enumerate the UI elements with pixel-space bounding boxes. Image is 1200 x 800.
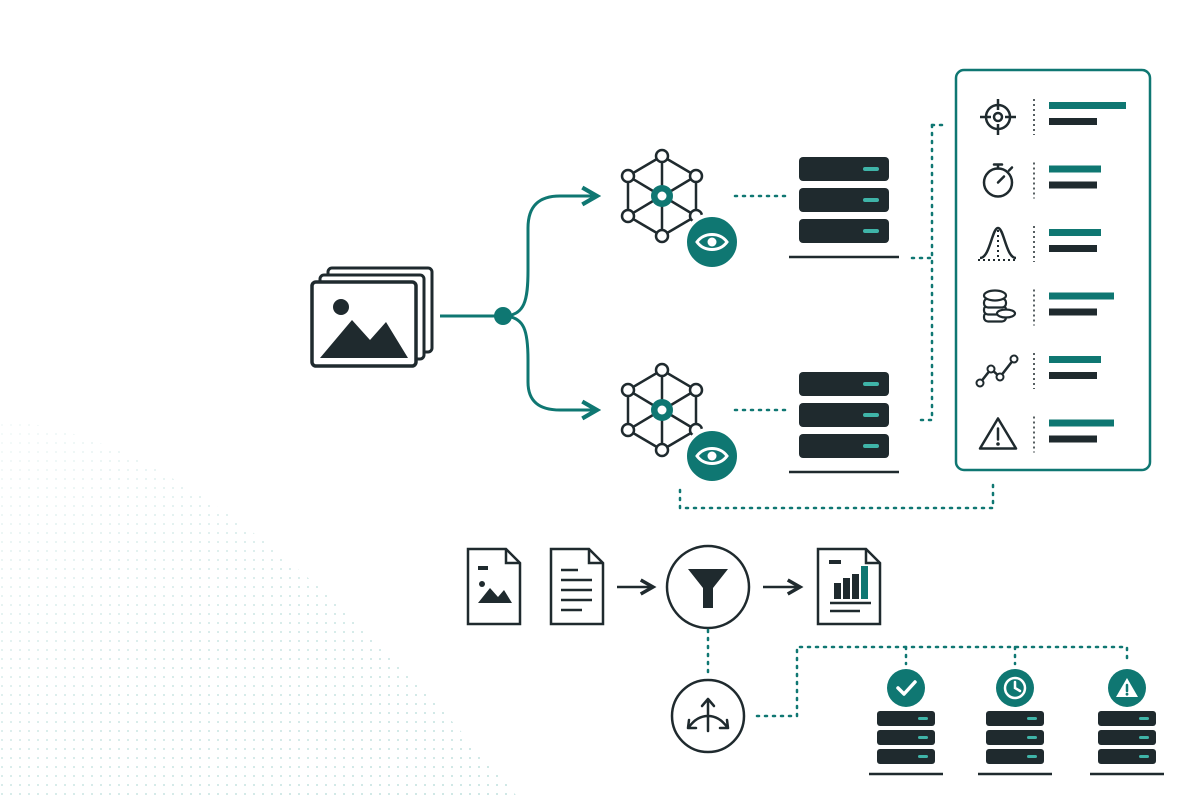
chart-report-icon [816, 547, 882, 626]
branch-connector [440, 196, 597, 410]
metric-sub-bar [1049, 372, 1097, 379]
junction-dot [494, 307, 512, 325]
server-stack-icon [787, 370, 901, 474]
metric-sub-bar [1049, 181, 1097, 189]
model-server-link [733, 194, 787, 412]
alert-icon [1108, 669, 1146, 707]
metric-row [978, 226, 1101, 262]
server-stack-icon [867, 709, 945, 776]
funnel-icon [665, 544, 751, 630]
server-stack-icon [1088, 709, 1166, 776]
metric-bar [1049, 356, 1101, 363]
metric-row [975, 353, 1101, 389]
metric-row [980, 99, 1126, 135]
metric-row [982, 289, 1114, 326]
metric-row [978, 416, 1114, 453]
metric-sub-bar [1049, 308, 1097, 316]
eye-icon [683, 213, 741, 271]
server-status-unit [867, 669, 945, 776]
server-status-unit [976, 669, 1054, 776]
image-stack-icon [310, 266, 434, 368]
eye-icon [683, 427, 741, 485]
metric-sub-bar [1049, 435, 1097, 443]
metric-row [982, 162, 1101, 199]
server-panel-link [678, 123, 995, 510]
clock-icon [996, 669, 1034, 707]
router-server-link [755, 645, 1129, 718]
server-status-unit [1088, 669, 1166, 776]
stopwatch-icon [982, 163, 1014, 198]
server-stack-icon [787, 155, 901, 259]
warning-icon [978, 417, 1018, 450]
metrics-panel [954, 68, 1152, 472]
server-stack-icon [976, 709, 1054, 776]
metric-bar [1049, 165, 1101, 173]
metric-bar [1049, 419, 1114, 427]
split-arrows-icon [670, 678, 746, 754]
metric-sub-bar [1049, 245, 1097, 252]
line-chart-icon [975, 354, 1019, 388]
metric-sub-bar [1049, 118, 1097, 125]
check-icon [887, 669, 925, 707]
target-icon [980, 99, 1016, 135]
image-document-icon [466, 547, 522, 626]
coins-icon [982, 289, 1017, 323]
metric-bar [1049, 292, 1114, 300]
metric-bar [1049, 229, 1101, 236]
metric-bar [1049, 102, 1126, 109]
text-document-icon [549, 547, 605, 626]
bell-curve-icon [978, 226, 1018, 261]
